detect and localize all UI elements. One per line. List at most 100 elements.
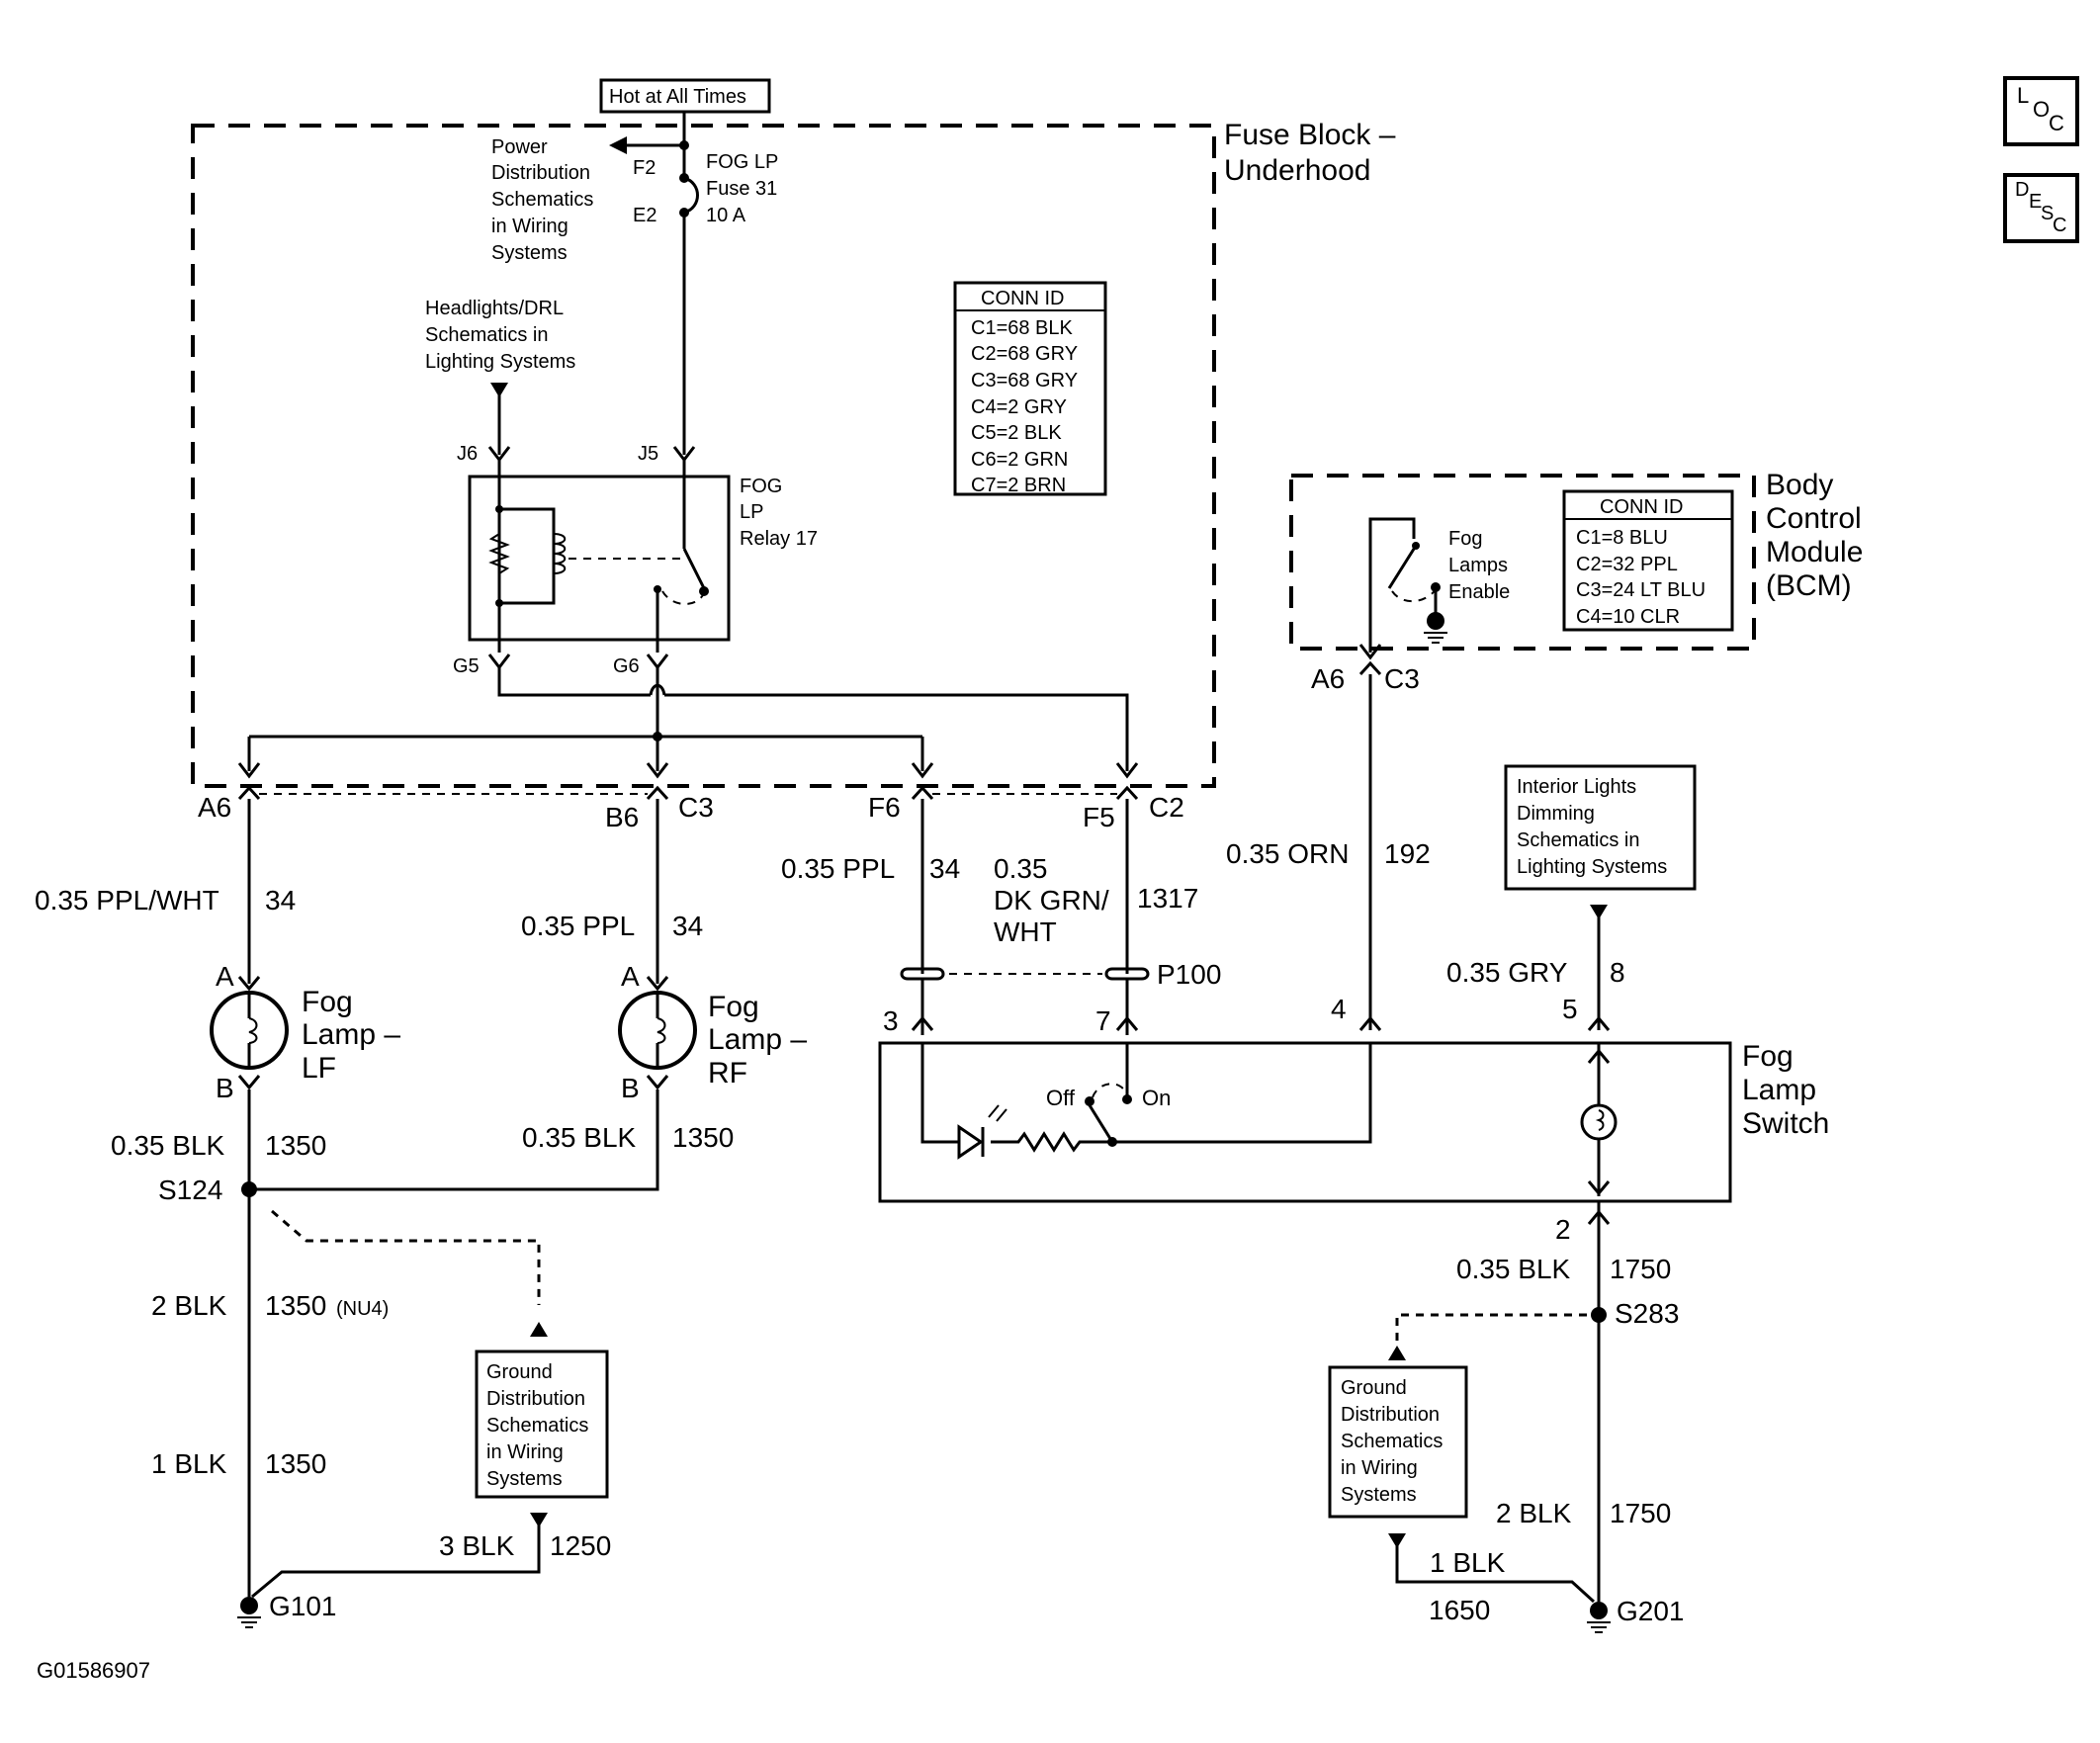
ground-g201: G201	[1617, 1596, 1685, 1626]
svg-text:RF: RF	[708, 1057, 747, 1089]
relay-pin-j5: J5	[638, 443, 658, 465]
svg-text:Systems: Systems	[1341, 1484, 1417, 1506]
fuse-block-subtitle: Underhood	[1224, 154, 1370, 187]
lf-gnd-gauge: 0.35 BLK	[111, 1130, 225, 1161]
figure-id: G01586907	[37, 1658, 150, 1683]
svg-text:Fog: Fog	[302, 986, 353, 1018]
svg-text:Schematics in: Schematics in	[425, 324, 549, 346]
svg-text:(BCM): (BCM)	[1766, 569, 1852, 602]
ground-ref-arrow-1	[530, 1322, 548, 1337]
switch-pin-4: 4	[1331, 994, 1347, 1024]
svg-text:CONN ID: CONN ID	[1600, 496, 1683, 518]
relay-coil	[553, 533, 567, 574]
svg-text:0.35: 0.35	[994, 853, 1048, 884]
sw-feed-gauge: 0.35 PPL	[781, 853, 895, 884]
splice-s124: S124	[158, 1175, 222, 1205]
fuse-block-title: Fuse Block –	[1224, 119, 1396, 151]
svg-text:Fog: Fog	[1448, 528, 1482, 550]
svg-text:Lighting Systems: Lighting Systems	[425, 351, 575, 373]
ground-ref-arrow-4	[1388, 1533, 1406, 1548]
switch-pin-5: 5	[1562, 994, 1578, 1024]
svg-text:Headlights/DRL: Headlights/DRL	[425, 298, 564, 319]
g201-a-gauge: 2 BLK	[1496, 1498, 1572, 1528]
bcm-pin-a6: A6	[1311, 663, 1345, 694]
fuse-block-outline	[191, 124, 1216, 788]
interior-ref-arrow	[1590, 905, 1608, 919]
svg-text:Schematics in: Schematics in	[1517, 829, 1640, 851]
svg-text:C1=8 BLU: C1=8 BLU	[1576, 527, 1668, 549]
svg-text:C6=2 GRN: C6=2 GRN	[971, 449, 1068, 471]
svg-text:S: S	[2041, 203, 2054, 224]
g101-b-gauge: 1 BLK	[151, 1448, 227, 1479]
svg-text:Schematics: Schematics	[486, 1415, 588, 1437]
fuse-pin-f6: F6	[868, 792, 901, 823]
svg-text:Body: Body	[1766, 469, 1833, 501]
svg-text:Lamp –: Lamp –	[302, 1018, 400, 1051]
svg-text:Lighting Systems: Lighting Systems	[1517, 856, 1667, 878]
connector-p100: P100	[1157, 959, 1221, 990]
relay-pin-g5: G5	[453, 655, 480, 677]
svg-text:C: C	[2053, 215, 2066, 236]
splice-s283: S283	[1615, 1298, 1679, 1329]
bcm-out-circuit: 192	[1384, 838, 1431, 869]
svg-text:Switch: Switch	[1742, 1107, 1829, 1140]
fuse-pin-b6: B6	[605, 802, 639, 832]
svg-text:C1=68 BLK: C1=68 BLK	[971, 317, 1074, 339]
bcm-conn-table: CONN ID C1=8 BLU C2=32 PPL C3=24 LT BLU …	[1562, 489, 1734, 632]
svg-text:C: C	[2049, 111, 2064, 135]
svg-text:WHT: WHT	[994, 916, 1057, 947]
svg-text:Dimming: Dimming	[1517, 803, 1595, 825]
switch-pin-2: 2	[1555, 1214, 1571, 1245]
bcm-outline	[1289, 474, 1756, 651]
fuse-pin-f2: F2	[633, 157, 656, 179]
rf-feed-circuit: 34	[672, 911, 703, 941]
svg-text:C4=2 GRY: C4=2 GRY	[971, 396, 1067, 418]
ground-ref-arrow-2	[530, 1513, 548, 1527]
bcm-switch-label: Fog Lamps Enable	[1448, 528, 1510, 603]
svg-text:Control: Control	[1766, 502, 1862, 535]
relay-pin-g6: G6	[613, 655, 640, 677]
fog-lamp-rf-label: Fog Lamp – RF	[708, 991, 807, 1089]
g201-a-circuit: 1750	[1610, 1498, 1671, 1528]
relay-label-1: FOG	[740, 476, 782, 497]
g101-a-circuit: 1350	[265, 1290, 326, 1321]
svg-text:C3=68 GRY: C3=68 GRY	[971, 370, 1078, 392]
bcm-title: Body Control Module (BCM)	[1766, 469, 1863, 602]
desc-icon[interactable]: D E S C	[2003, 173, 2079, 243]
splice-s124-dot	[241, 1181, 257, 1197]
svg-text:Schematics: Schematics	[1341, 1431, 1443, 1452]
ground-distribution-ref-1: Ground Distribution Schematics in Wiring…	[475, 1350, 609, 1499]
loc-icon[interactable]: L O C	[2003, 76, 2079, 146]
svg-text:Ground: Ground	[1341, 1377, 1407, 1399]
svg-text:in Wiring: in Wiring	[486, 1441, 564, 1463]
switch-contact-arm	[1088, 1104, 1114, 1143]
sw-gnd-gauge: 0.35 BLK	[1456, 1254, 1571, 1284]
fog-lamp-lf-label: Fog Lamp – LF	[302, 986, 400, 1085]
headlights-ref-arrow	[490, 383, 508, 397]
fuse-rating: 10 A	[706, 205, 746, 226]
svg-text:Fog: Fog	[1742, 1040, 1794, 1073]
switch-off-label: Off	[1046, 1086, 1076, 1110]
svg-text:Fog: Fog	[708, 991, 759, 1023]
rf-feed-gauge: 0.35 PPL	[521, 911, 635, 941]
fuse-symbol	[683, 176, 699, 215]
g101-c-gauge: 3 BLK	[439, 1530, 515, 1561]
svg-text:in Wiring: in Wiring	[1341, 1457, 1418, 1479]
fuse-block-conn-table: CONN ID C1=68 BLK C2=68 GRY C3=68 GRY C4…	[953, 281, 1107, 496]
bcm-out-gauge: 0.35 ORN	[1226, 838, 1350, 869]
svg-text:Distribution: Distribution	[486, 1388, 585, 1410]
fog-lamp-switch-label: Fog Lamp Switch	[1742, 1040, 1829, 1140]
relay-label-3: Relay 17	[740, 528, 818, 550]
svg-text:C2=32 PPL: C2=32 PPL	[1576, 554, 1678, 575]
svg-text:Lamp: Lamp	[1742, 1074, 1816, 1106]
bcm-enable-switch	[1387, 545, 1418, 589]
svg-text:Distribution: Distribution	[1341, 1404, 1440, 1426]
dim-gauge: 0.35 GRY	[1446, 957, 1568, 988]
switch-pin-3: 3	[883, 1005, 899, 1036]
g201-b-circuit: 1650	[1429, 1595, 1490, 1625]
svg-text:Distribution: Distribution	[491, 162, 590, 184]
fuse-pin-c2: C2	[1149, 792, 1184, 823]
sw-feed-circuit: 34	[929, 853, 960, 884]
fuse-pin-c3: C3	[678, 792, 714, 823]
